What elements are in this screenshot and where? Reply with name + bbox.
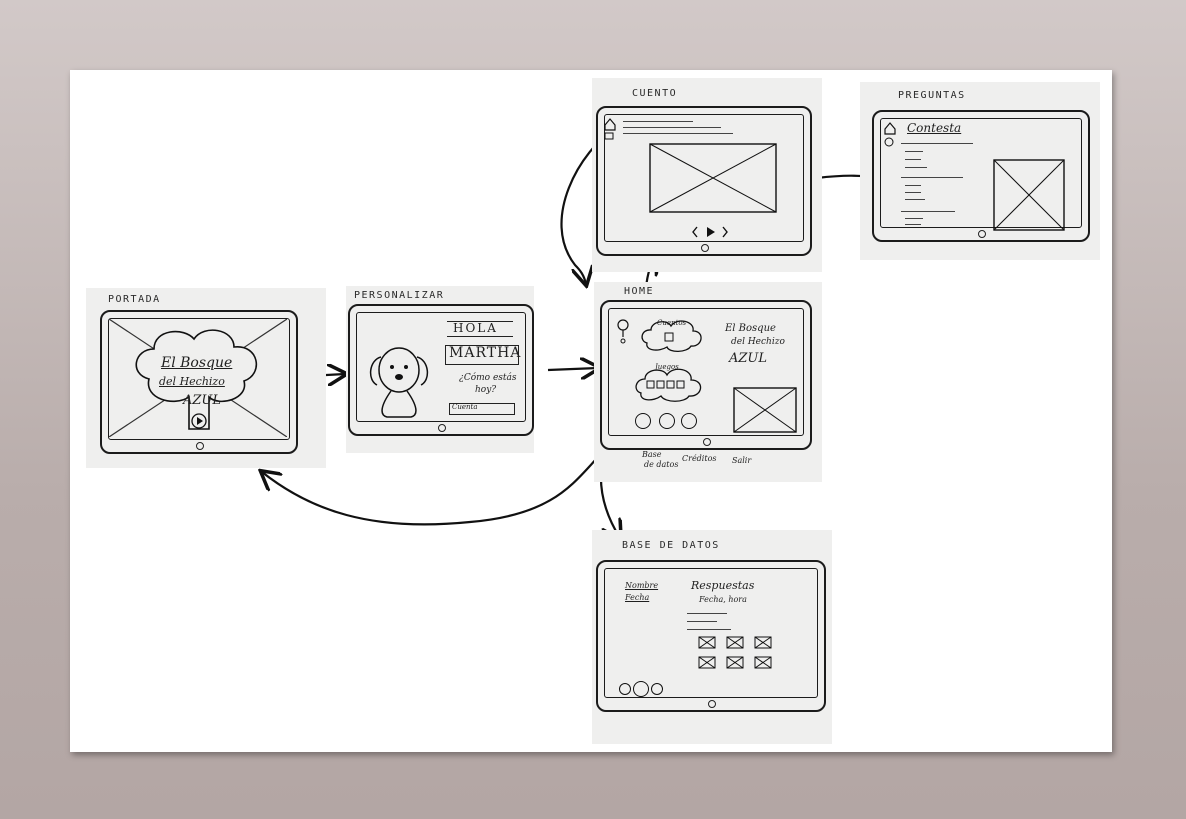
screen-title: CUENTO	[632, 88, 678, 99]
image-placeholder	[109, 319, 287, 437]
screen-portada[interactable]: PORTADA El Bosque del Hechizo AZUL	[86, 288, 326, 468]
dog-mascot-icon	[369, 347, 429, 418]
answer-input[interactable]: Cuenta	[449, 403, 515, 415]
salir-nav-button[interactable]	[651, 683, 663, 695]
playback-controls-icon[interactable]	[691, 225, 731, 239]
question-image-placeholder	[993, 159, 1065, 231]
cloud-label-cuentos: Cuentos	[657, 319, 687, 327]
salir-nav-button[interactable]	[681, 413, 697, 429]
screen-title: PREGUNTAS	[898, 90, 966, 101]
screen-home[interactable]: HOME Cuentos	[594, 282, 822, 482]
story-image-placeholder	[649, 143, 777, 213]
answer-thumbnails-grid	[698, 636, 772, 669]
screen-personalizar[interactable]: PERSONALIZAR HOLA MARTHA ¿Cómo estás hoy…	[346, 286, 534, 453]
user-name: MARTHA	[449, 345, 522, 361]
nav-label-base-line1: Base	[642, 450, 662, 459]
question-line1: ¿Cómo estás	[459, 373, 517, 383]
tablet-frame: Cuentos Juegos El Bosque del Hechizo AZU…	[600, 300, 812, 450]
home-button-icon	[196, 442, 204, 450]
cover-title-line1: El Bosque	[161, 355, 233, 371]
creditos-nav-button[interactable]	[633, 681, 649, 697]
home-icon[interactable]	[603, 117, 617, 141]
home-button-icon	[701, 244, 709, 252]
sidebar-item-nombre[interactable]: Nombre	[625, 581, 659, 590]
screen-preguntas[interactable]: PREGUNTAS Contesta	[860, 82, 1100, 260]
tablet-frame	[596, 106, 812, 256]
cloud-label-juegos: Juegos	[655, 363, 679, 371]
home-button-icon	[978, 230, 986, 238]
screen-title: BASE DE DATOS	[622, 540, 720, 551]
base-nav-button[interactable]	[619, 683, 631, 695]
brand-line1: El Bosque	[725, 323, 776, 334]
home-button-icon	[703, 438, 711, 446]
screen-base-datos[interactable]: BASE DE DATOS Nombre Fecha Respuestas Fe…	[592, 530, 832, 744]
tablet-frame: Contesta	[872, 110, 1090, 242]
arrow-personalizar-to-home	[547, 368, 598, 370]
image-placeholder	[733, 387, 797, 433]
cover-title-line3: AZUL	[183, 393, 222, 408]
brand-line3: AZUL	[729, 351, 768, 366]
screen-title: HOME	[624, 286, 655, 297]
nav-label-salir: Salir	[732, 456, 752, 465]
answers-heading: Respuestas	[691, 579, 755, 592]
screen-title: PERSONALIZAR	[354, 290, 445, 301]
question-line2: hoy?	[475, 385, 497, 395]
tree-cloud-icon	[135, 329, 258, 430]
tablet-frame: HOLA MARTHA ¿Cómo estás hoy? Cuenta	[348, 304, 534, 436]
nav-label-base-line2: de datos	[644, 460, 679, 469]
home-icon[interactable]	[883, 121, 897, 149]
greeting-text: HOLA	[453, 321, 498, 335]
juegos-cloud-button[interactable]	[633, 365, 705, 403]
tablet-frame: Nombre Fecha Respuestas Fecha, hora	[596, 560, 826, 712]
home-button-icon	[438, 424, 446, 432]
arrow-cuento-loop	[560, 127, 617, 284]
creditos-nav-button[interactable]	[659, 413, 675, 429]
screen-title: PORTADA	[108, 294, 161, 305]
tablet-frame: El Bosque del Hechizo AZUL	[100, 310, 298, 454]
nav-label-creditos: Créditos	[682, 454, 717, 463]
sidebar-item-fecha[interactable]: Fecha	[625, 593, 650, 602]
cover-title-line2: del Hechizo	[159, 375, 225, 388]
play-button-icon	[191, 413, 207, 429]
screen-cuento[interactable]: CUENTO	[592, 78, 822, 272]
answers-subheading: Fecha, hora	[699, 595, 747, 604]
lightbulb-icon	[617, 319, 629, 344]
questions-heading: Contesta	[907, 121, 962, 135]
home-button-icon	[708, 700, 716, 708]
base-datos-nav-button[interactable]	[635, 413, 651, 429]
cuentos-cloud-button[interactable]	[639, 317, 705, 353]
storyboard-canvas: PORTADA El Bosque del Hechizo AZUL PERSO…	[70, 70, 1112, 752]
brand-line2: del Hechizo	[731, 337, 785, 347]
